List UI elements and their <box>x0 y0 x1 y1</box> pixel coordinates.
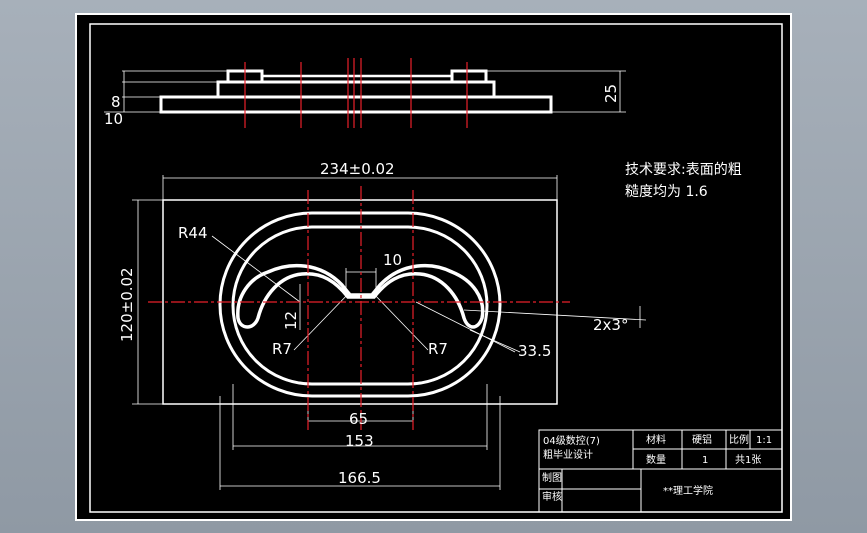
quantity-value: 1 <box>702 455 708 466</box>
dim-12: 12 <box>282 311 300 330</box>
tech-note-line1: 技术要求:表面的粗 <box>625 162 742 178</box>
dim-height: 120±0.02 <box>118 267 136 342</box>
side-view <box>104 69 626 114</box>
side-middle-plate <box>216 80 496 99</box>
title-project-line1: 04级数控(7) <box>543 434 600 447</box>
top-centerlines <box>148 186 570 430</box>
dim-r7-right: R7 <box>428 340 448 358</box>
dim-chamfer: 2x3° <box>593 316 628 334</box>
material-label: 材料 <box>646 433 666 446</box>
dim-153: 153 <box>345 432 374 450</box>
outer-pocket <box>218 211 502 398</box>
dim-side-10: 10 <box>104 110 123 128</box>
material-value: 硬铝 <box>692 434 712 446</box>
institution-name: **理工学院 <box>663 484 713 497</box>
sheets-value: 共1张 <box>735 454 761 466</box>
scale-label: 比例 <box>729 433 749 446</box>
scale-value: 1:1 <box>756 435 772 446</box>
title-project-line2: 粗毕业设计 <box>543 448 593 461</box>
dim-65: 65 <box>349 410 368 428</box>
quantity-label: 数量 <box>646 453 666 466</box>
dim-width: 234±0.02 <box>320 160 395 178</box>
tech-note-line2: 糙度均为 1.6 <box>625 184 708 200</box>
inner-pocket <box>231 225 489 386</box>
side-centerlines <box>244 58 468 128</box>
dim-r7-left: R7 <box>272 340 292 358</box>
title-block <box>538 429 783 513</box>
drawn-label: 制图 <box>542 471 562 484</box>
dim-166-5: 166.5 <box>338 469 381 487</box>
dim-slot-10: 10 <box>383 251 402 269</box>
boss-profile <box>236 263 485 329</box>
dim-side-8: 8 <box>111 93 121 111</box>
dim-33-5: 33.5 <box>518 342 551 360</box>
dim-r44: R44 <box>178 224 208 242</box>
checked-label: 审核 <box>542 490 562 503</box>
inner-frame <box>89 23 783 513</box>
dim-side-25: 25 <box>602 84 620 103</box>
